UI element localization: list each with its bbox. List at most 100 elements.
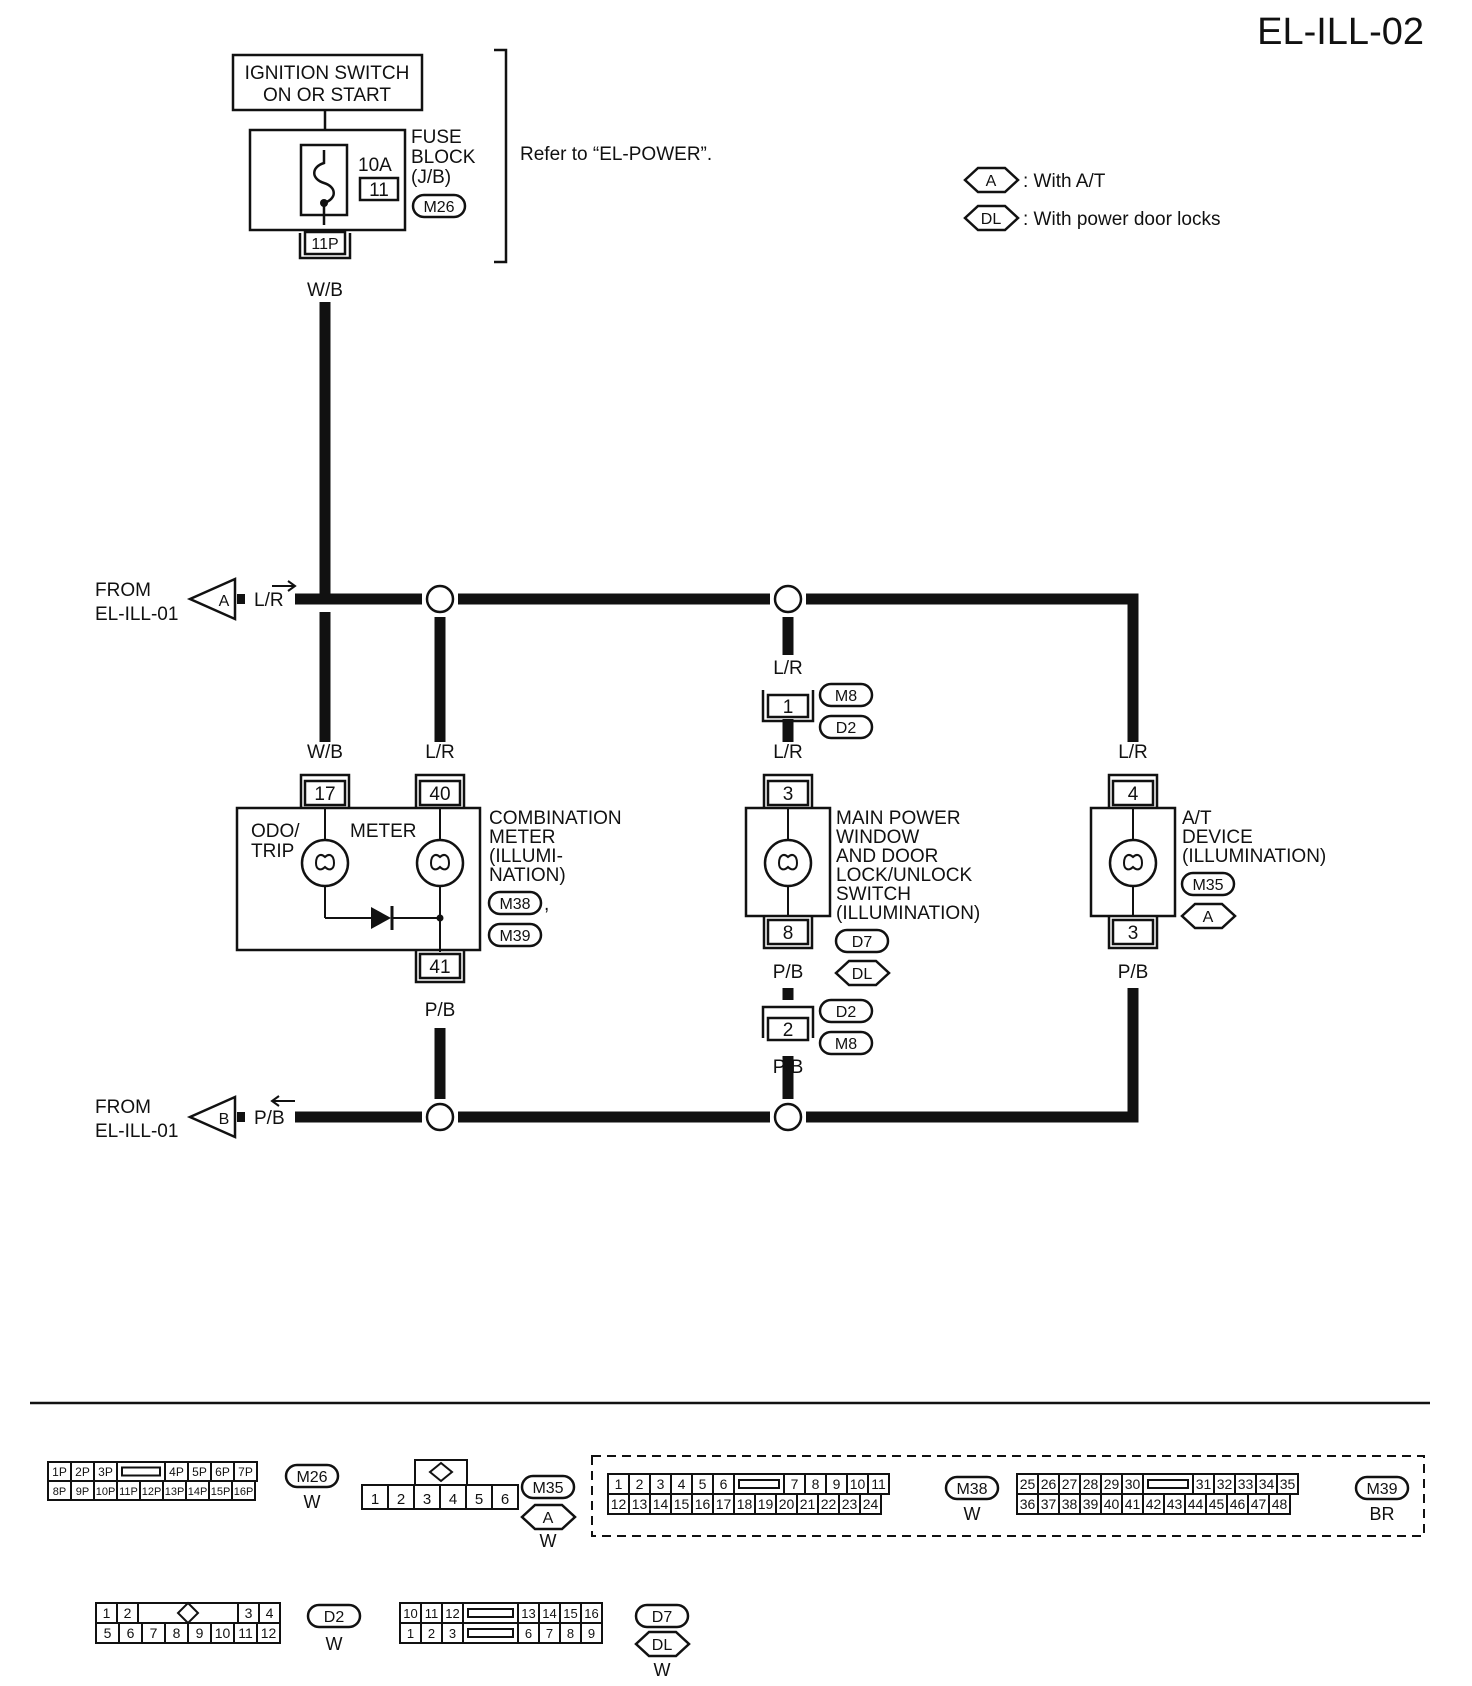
svg-text:24: 24 <box>863 1496 879 1512</box>
diode-icon <box>371 907 391 929</box>
svg-text:B: B <box>219 1111 230 1128</box>
m38-pin-top-2: 3 <box>649 1473 672 1495</box>
svg-text:D7: D7 <box>652 1609 673 1626</box>
d7-color: W <box>654 1660 671 1680</box>
m38-id-badge: M38 <box>944 1475 1000 1501</box>
d7-pin-top-4: 13 <box>517 1602 540 1624</box>
d7-pin-top-2: 12 <box>441 1602 464 1624</box>
svg-text:5: 5 <box>475 1491 483 1508</box>
d2-id-badge: D2 <box>306 1603 362 1629</box>
splice-node-lr-2 <box>773 584 803 614</box>
m38-pin-top-0: 1 <box>607 1473 630 1495</box>
from-el-ill-01-a: FROM EL-ILL-01 A L/R <box>95 577 297 625</box>
svg-text:34: 34 <box>1259 1476 1275 1492</box>
svg-text:1: 1 <box>371 1491 379 1508</box>
m39-pin-bottom-10: 46 <box>1226 1493 1249 1515</box>
svg-text:D2: D2 <box>324 1609 345 1626</box>
m38-pin-bottom-11: 23 <box>838 1493 861 1515</box>
meter-label: METER <box>350 821 417 842</box>
m35-pin-main-4: 5 <box>465 1484 493 1510</box>
svg-text:22: 22 <box>821 1496 837 1512</box>
switch-name-line3: AND DOOR <box>836 846 938 867</box>
d7-pin-top-7: 16 <box>580 1602 603 1624</box>
svg-text:15: 15 <box>674 1496 690 1512</box>
meter-connector-m39: M39 <box>499 928 530 945</box>
m38-pin-top-9: 9 <box>825 1473 848 1495</box>
wire-label-pb-at: P/B <box>1118 962 1149 983</box>
m35-pin-main-3: 4 <box>439 1484 467 1510</box>
m39-color: BR <box>1369 1504 1394 1524</box>
switch-lower-connector-d2: D2 <box>836 1004 857 1021</box>
svg-text:6: 6 <box>127 1625 135 1641</box>
ignition-label-line1: IGNITION SWITCH <box>245 63 410 84</box>
switch-bulb-icon <box>763 838 813 888</box>
svg-text:45: 45 <box>1209 1496 1225 1512</box>
m38-pin-bottom-9: 21 <box>796 1493 819 1515</box>
page-id: EL-ILL-02 <box>1257 11 1424 53</box>
main-power-window-switch: 3 8 <box>744 773 832 950</box>
svg-text:2P: 2P <box>75 1465 90 1479</box>
at-option-a <box>1180 902 1237 930</box>
svg-text:23: 23 <box>842 1496 858 1512</box>
svg-text:39: 39 <box>1083 1496 1099 1512</box>
at-bulb-icon <box>1108 838 1158 888</box>
from-el-ill-01-b: FROM EL-ILL-01 B P/B <box>95 1095 295 1142</box>
m38-pin-bottom-6: 18 <box>733 1493 756 1515</box>
svg-text:12: 12 <box>261 1625 277 1641</box>
svg-text:FROM: FROM <box>95 580 151 601</box>
d2-pin-bottom-7: 12 <box>256 1622 281 1644</box>
meter-terminal-17: 17 <box>314 784 335 805</box>
svg-text:1P: 1P <box>52 1465 67 1479</box>
m38-color: W <box>964 1504 981 1524</box>
switch-lower-connector-m8: M8 <box>835 1036 857 1053</box>
arrow-symbol-a <box>186 577 237 621</box>
m38-pin-top-10: 10 <box>846 1473 869 1495</box>
m39-pin-top-7: 31 <box>1192 1473 1215 1495</box>
meter-name-line2: METER <box>489 827 556 848</box>
svg-text:38: 38 <box>1062 1496 1078 1512</box>
svg-text:15P: 15P <box>211 1486 231 1498</box>
svg-text:14P: 14P <box>188 1486 208 1498</box>
m39-pin-top-6 <box>1142 1473 1194 1495</box>
m38-pin-top-5: 6 <box>712 1473 735 1495</box>
m39-pin-bottom-8: 44 <box>1184 1493 1207 1515</box>
svg-text:37: 37 <box>1041 1496 1057 1512</box>
svg-text:A: A <box>1203 909 1214 926</box>
fuse-rating: 10A <box>358 155 392 176</box>
d7-pin-top-1: 11 <box>420 1602 443 1624</box>
d7-option-badge: DL <box>634 1630 691 1658</box>
wire-label-lr-meter: L/R <box>425 742 455 763</box>
m26-pin-bottom-3: 11P <box>116 1480 141 1501</box>
svg-text:14: 14 <box>653 1496 669 1512</box>
switch-terminal-8: 8 <box>783 923 794 944</box>
d2-color: W <box>326 1634 343 1654</box>
svg-text:14: 14 <box>542 1606 556 1621</box>
m38-pin-top-4: 5 <box>691 1473 714 1495</box>
d7-pin-bottom-4: 6 <box>517 1622 540 1644</box>
m26-pin-top-1: 2P <box>70 1461 95 1482</box>
svg-text:11P: 11P <box>119 1486 138 1498</box>
svg-text:2: 2 <box>428 1626 435 1641</box>
m26-color: W <box>304 1492 321 1512</box>
m38-pin-top-6 <box>733 1473 785 1495</box>
lr-bus-seg3 <box>806 593 1139 742</box>
m38-pin-bottom-3: 15 <box>670 1493 693 1515</box>
wire-label-lr-at: L/R <box>1118 742 1148 763</box>
meter-terminal-41: 41 <box>429 957 450 978</box>
svg-text:13: 13 <box>521 1606 535 1621</box>
wire-label-pb-switch-lower: P/B <box>773 1057 804 1078</box>
svg-text:44: 44 <box>1188 1496 1204 1512</box>
m35-pin-main-1: 2 <box>387 1484 415 1510</box>
svg-text:DL: DL <box>852 966 873 983</box>
svg-text:5: 5 <box>104 1625 112 1641</box>
wire-label-pb-input: P/B <box>254 1108 285 1129</box>
m39-pin-bottom-12: 48 <box>1268 1493 1291 1515</box>
switch-name-line4: LOCK/UNLOCK <box>836 865 973 886</box>
m38-pin-bottom-10: 22 <box>817 1493 840 1515</box>
switch-option-dl <box>834 959 891 987</box>
m39-pin-bottom-9: 45 <box>1205 1493 1228 1515</box>
wire-label-pb-switch: P/B <box>773 962 804 983</box>
svg-text:11: 11 <box>871 1476 886 1492</box>
m26-pin-bottom-7: 15P <box>208 1480 233 1501</box>
m39-pin-top-0: 25 <box>1016 1473 1039 1495</box>
